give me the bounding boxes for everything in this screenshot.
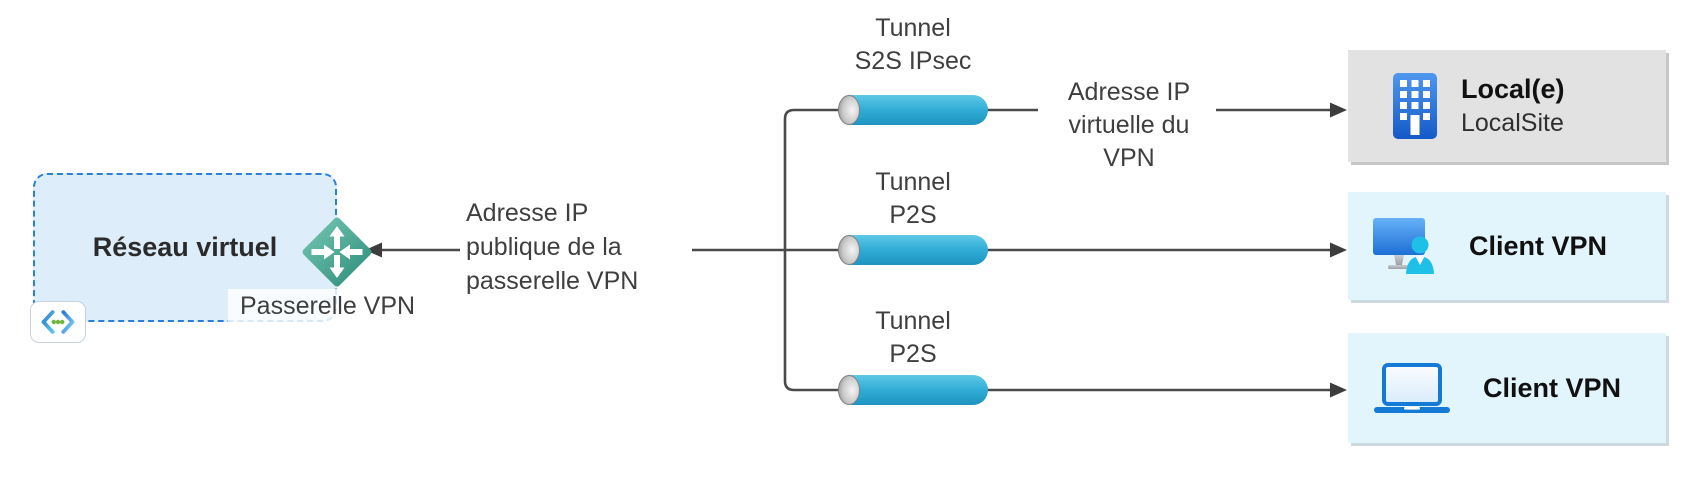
virtual-ip-label: Adresse IP virtuelle du VPN <box>1067 78 1191 172</box>
vpn-gateway-label: Passerelle VPN <box>228 289 428 327</box>
endpoint-local-site: Local(e) LocalSite <box>1348 50 1666 162</box>
tunnel-label-p2s-1: Tunnel P2S <box>875 168 951 229</box>
tunnel-pipe-s2s <box>837 94 989 126</box>
client2-arrowhead <box>1330 382 1347 398</box>
client1-arrowhead <box>1330 242 1347 258</box>
building-icon <box>1393 73 1437 139</box>
laptop-icon <box>1374 363 1450 413</box>
endpoint-title: Client VPN <box>1469 231 1608 261</box>
local-arrowhead <box>1330 102 1347 118</box>
tunnel-pipe-p2s-1 <box>837 234 989 266</box>
public-ip-label: Adresse IP publique de la passerelle VPN <box>466 199 639 295</box>
virtual-network-label: Réseau virtuel <box>92 232 278 262</box>
tunnel-label-p2s-2: Tunnel P2S <box>875 307 951 368</box>
vnet-chevrons-icon <box>41 310 75 334</box>
endpoint-title: Local(e) <box>1461 74 1565 104</box>
endpoint-vpn-client-desktop: Client VPN <box>1348 192 1666 300</box>
gateway-arrowhead <box>365 242 382 258</box>
desktop-user-icon <box>1373 218 1434 274</box>
endpoint-subtitle: LocalSite <box>1461 109 1564 137</box>
endpoint-vpn-client-laptop: Client VPN <box>1348 333 1666 443</box>
virtual-network-box: Réseau virtuel <box>33 173 337 322</box>
tunnel-label-s2s-ipsec: Tunnel S2S IPsec <box>854 14 972 75</box>
tunnel-pipe-p2s-2 <box>837 374 989 406</box>
endpoint-title: Client VPN <box>1483 373 1622 403</box>
virtual-network-icon <box>30 301 86 343</box>
